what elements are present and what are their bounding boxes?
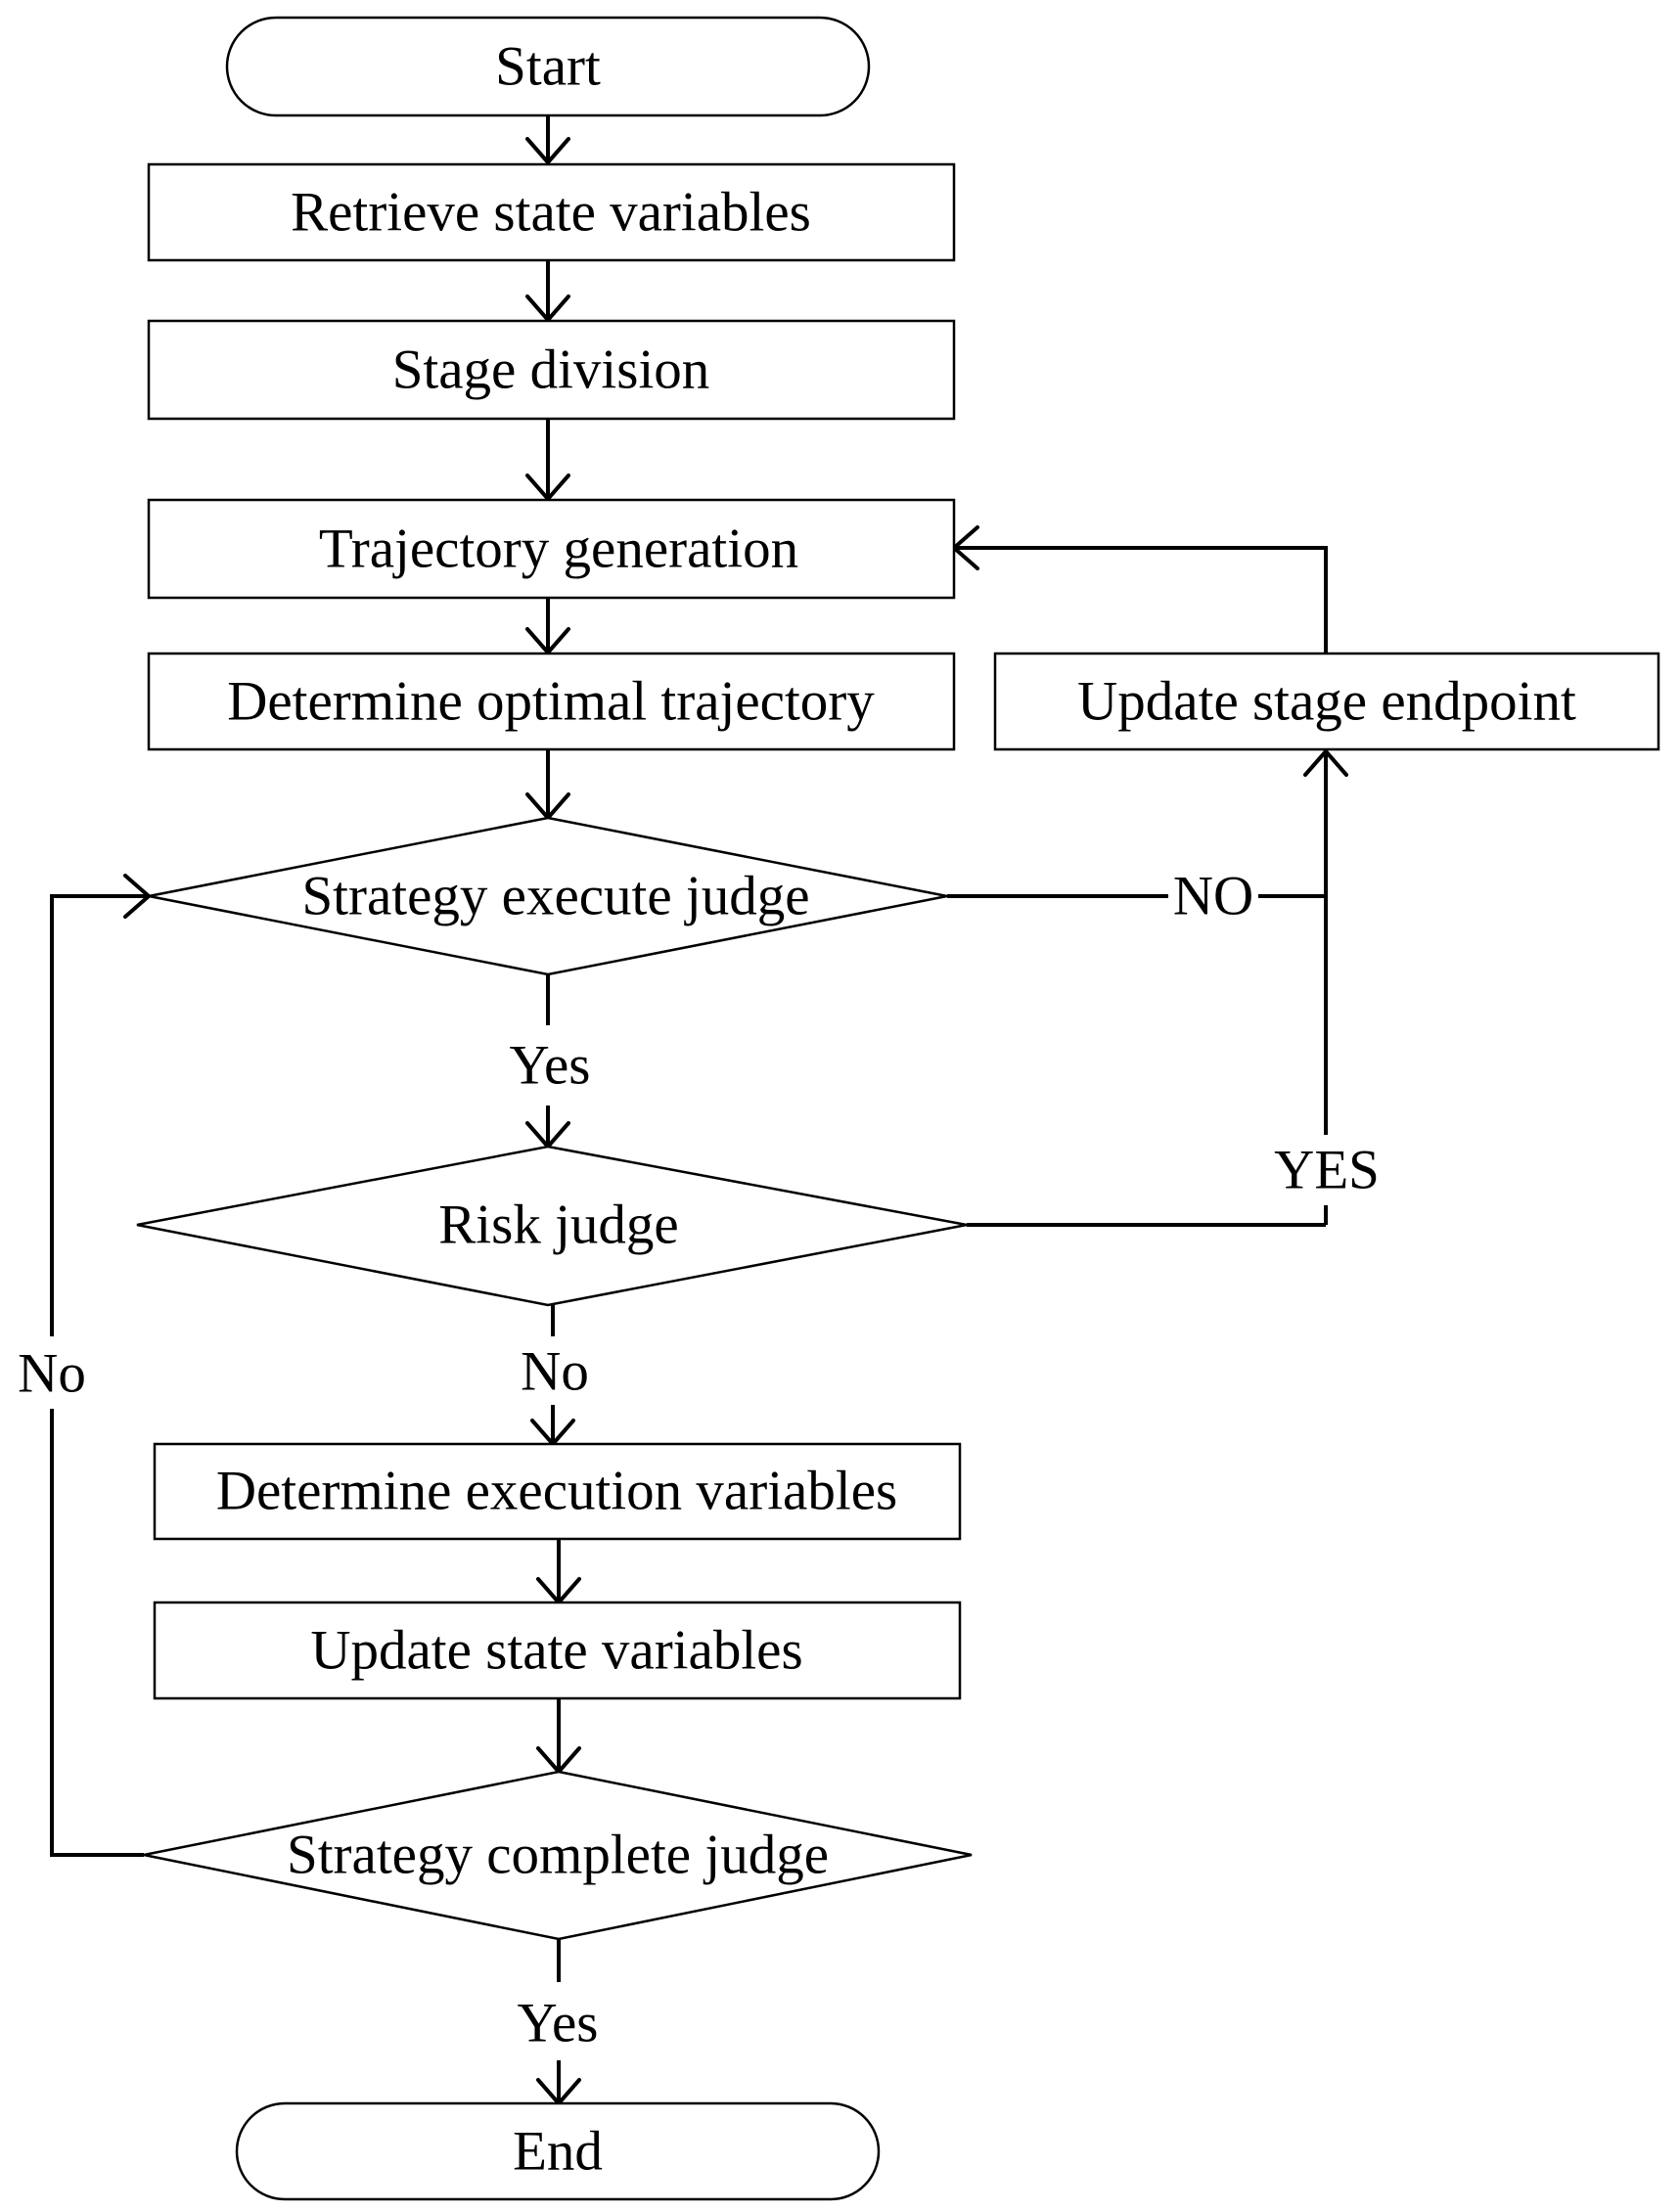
connector-complete-to-no-label bbox=[50, 1409, 144, 1857]
start-label: Start bbox=[495, 36, 601, 98]
determine-execution-label: Determine execution variables bbox=[216, 1461, 897, 1522]
update-stage-endpoint-label: Update stage endpoint bbox=[1077, 671, 1576, 733]
strategy-complete-judge-label: Strategy complete judge bbox=[287, 1825, 829, 1886]
edge-label-risk-no: No bbox=[521, 1341, 589, 1403]
start-node: Start bbox=[225, 16, 871, 117]
trajectory-generation-label: Trajectory generation bbox=[319, 519, 798, 580]
strategy-complete-judge-node: Strategy complete judge bbox=[143, 1770, 973, 1941]
edge-label-risk-yes: YES bbox=[1274, 1140, 1380, 1201]
risk-judge-node: Risk judge bbox=[136, 1145, 968, 1307]
edge-label-execute-no: NO bbox=[1173, 866, 1253, 927]
determine-execution-node: Determine execution variables bbox=[153, 1442, 962, 1541]
edge-label-execute-yes: Yes bbox=[510, 1035, 591, 1097]
stage-division-node: Stage division bbox=[147, 319, 956, 421]
retrieve-state-label: Retrieve state variables bbox=[291, 182, 811, 244]
end-node: End bbox=[235, 2101, 881, 2201]
determine-optimal-label: Determine optimal trajectory bbox=[227, 671, 875, 733]
update-state-node: Update state variables bbox=[153, 1601, 962, 1700]
edge-label-complete-yes: Yes bbox=[518, 1993, 599, 2054]
strategy-execute-judge-label: Strategy execute judge bbox=[301, 866, 809, 927]
trajectory-generation-node: Trajectory generation bbox=[147, 498, 956, 600]
connector-endpoint-to-trajectory bbox=[954, 546, 1328, 654]
update-stage-endpoint-node: Update stage endpoint bbox=[993, 652, 1660, 751]
update-state-label: Update state variables bbox=[310, 1620, 802, 1682]
determine-optimal-node: Determine optimal trajectory bbox=[147, 652, 956, 751]
connector-no-label-to-execute bbox=[50, 894, 149, 1336]
strategy-execute-judge-node: Strategy execute judge bbox=[148, 816, 948, 976]
edge-label-complete-no: No bbox=[18, 1343, 86, 1405]
edge-labels: Yes NO YES No No Yes bbox=[18, 866, 1380, 2054]
arrowhead-retrieve bbox=[525, 137, 570, 164]
risk-judge-label: Risk judge bbox=[438, 1195, 678, 1256]
end-label: End bbox=[513, 2121, 603, 2183]
stage-division-label: Stage division bbox=[392, 339, 710, 401]
retrieve-state-node: Retrieve state variables bbox=[147, 162, 956, 262]
arrowhead-update-endpoint bbox=[1303, 749, 1348, 777]
